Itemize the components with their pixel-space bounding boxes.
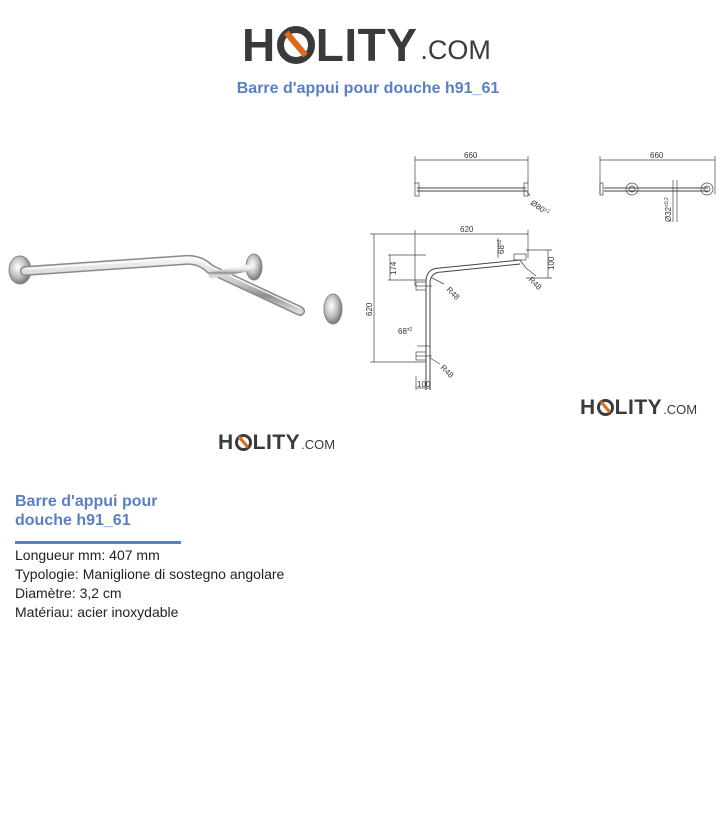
dim-height-174: 174 <box>389 261 398 275</box>
logo-text-h: H <box>242 19 276 71</box>
spec-item-diameter: Diamètre: 3,2 cm <box>15 585 122 601</box>
holity-logo-small-left: H LITY .COM <box>218 432 335 453</box>
spec-item-length: Longueur mm: 407 mm <box>15 547 160 563</box>
logo-o-icon <box>276 26 315 64</box>
product-title: Barre d'appui pour douche h91_61 <box>15 492 215 530</box>
dim-top-left-width: 660 <box>464 151 478 160</box>
logo-text-lity: LITY <box>315 19 418 71</box>
logo-o-icon <box>234 434 252 451</box>
holity-logo[interactable]: H LITY .COM <box>242 20 491 68</box>
logo-text-lity: LITY <box>614 396 663 419</box>
technical-drawing: 660 660 Ø80±1 Ø32±0,2 620 68±2 174 100 6… <box>365 151 716 390</box>
logo-text-lity: LITY <box>252 431 301 454</box>
dim-offset-top: 68±2 <box>497 239 506 254</box>
holity-logo-small-right: H LITY .COM <box>580 397 697 418</box>
logo-text-h: H <box>218 431 234 454</box>
logo-text-com: .COM <box>663 402 698 417</box>
logo-text-com: .COM <box>301 437 336 452</box>
page-title: Barre d'appui pour douche h91_61 <box>236 80 500 97</box>
dim-offset-left: 68±2 <box>398 327 413 336</box>
product-title-line-2: douche h91_61 <box>15 512 131 529</box>
dim-tube-diameter: Ø32±0,2 <box>664 197 673 222</box>
dim-height-100: 100 <box>547 256 556 270</box>
logo-o-icon <box>596 399 614 416</box>
dim-radius-2: R48 <box>527 275 544 292</box>
logo-text-com: .COM <box>420 35 491 65</box>
product-image <box>8 253 343 325</box>
spec-item-material: Matériau: acier inoxydable <box>15 604 179 620</box>
title-divider <box>15 541 181 544</box>
dim-bottom-100: 100 <box>417 380 431 389</box>
dim-radius-1: R48 <box>445 285 462 302</box>
product-title-line-1: Barre d'appui pour <box>15 493 158 510</box>
dim-horizontal: 620 <box>460 225 474 234</box>
dim-vertical: 620 <box>365 302 374 316</box>
logo-text-h: H <box>580 396 596 419</box>
spec-item-type: Typologie: Maniglione di sostegno angola… <box>15 566 285 582</box>
dim-top-right-width: 660 <box>650 151 664 160</box>
spec-list: Longueur mm: 407 mm Typologie: Maniglion… <box>15 546 284 622</box>
dim-radius-3: R48 <box>439 363 456 380</box>
dim-flange-diameter: Ø80±1 <box>529 198 551 217</box>
